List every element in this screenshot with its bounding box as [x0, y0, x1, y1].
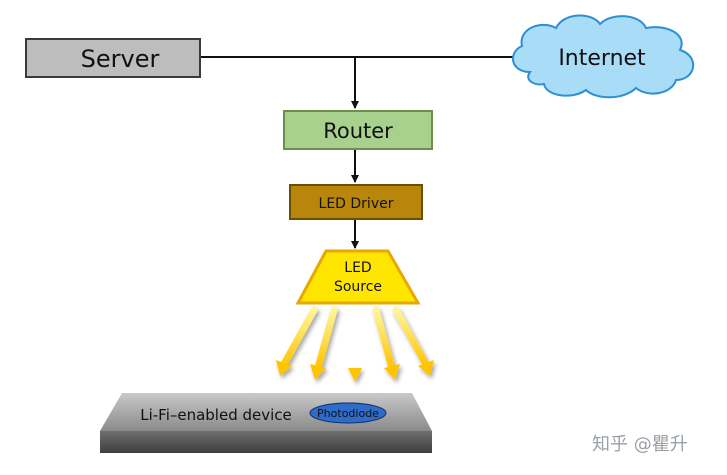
led-source-label-line1: LED: [344, 260, 371, 276]
led-source-node: LED Source: [295, 249, 421, 305]
light-ray: [348, 306, 362, 382]
light-ray: [310, 306, 338, 380]
server-label: Server: [81, 45, 160, 73]
server-box: [25, 38, 201, 78]
watermark-text: 知乎 @瞿升: [592, 434, 688, 455]
photodiode-ellipse: [309, 402, 387, 424]
led-source-shape: [295, 249, 421, 305]
router-node: Router: [283, 110, 433, 150]
light-ray: [392, 306, 434, 376]
server-node: Server: [25, 38, 201, 78]
led-driver-label: LED Driver: [319, 196, 394, 212]
led-driver-node: LED Driver: [289, 184, 423, 220]
led-driver-box: [289, 184, 423, 220]
cloud-icon: [512, 14, 695, 99]
internet-node: Internet: [512, 14, 695, 99]
device-front-surface: [100, 431, 432, 453]
photodiode-label: Photodiode: [317, 407, 379, 420]
device-label: Li-Fi–enabled device: [140, 406, 292, 424]
router-label: Router: [323, 119, 393, 143]
internet-label: Internet: [558, 46, 646, 71]
led-source-label-line2: Source: [334, 279, 382, 295]
router-box: [283, 110, 433, 150]
light-rays: [276, 306, 434, 382]
lifi-device: Li-Fi–enabled device Photodiode: [100, 393, 432, 453]
light-ray: [372, 306, 400, 380]
light-ray: [276, 306, 318, 376]
